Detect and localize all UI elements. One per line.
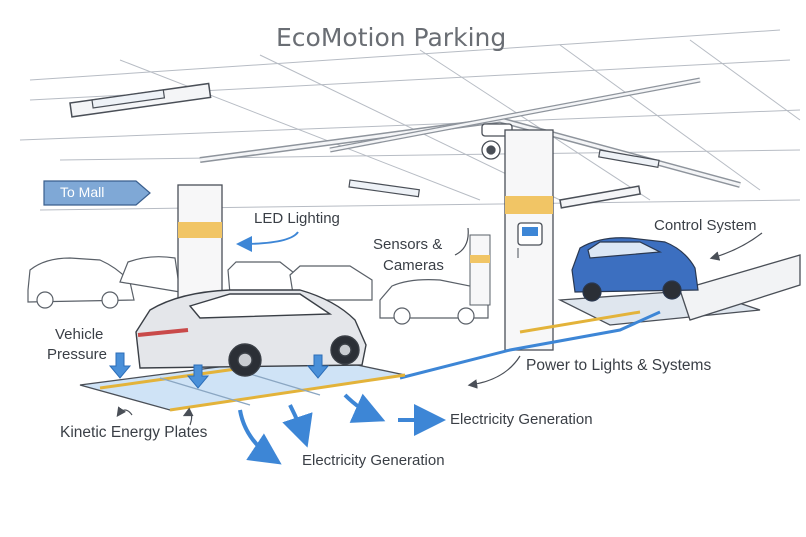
pillar-small: [470, 235, 490, 305]
blue-car: [572, 238, 698, 301]
label-electricity-generation-right: Electricity Generation: [450, 411, 593, 428]
label-led-lighting: LED Lighting: [254, 210, 340, 227]
direction-sign-label: To Mall: [60, 184, 104, 200]
label-kinetic-energy-plates: Kinetic Energy Plates: [60, 424, 207, 442]
label-sensors-cameras-line2: Cameras: [383, 257, 444, 274]
label-vehicle-pressure-line1: Vehicle: [55, 326, 103, 343]
silver-car: [136, 290, 366, 376]
label-control-system: Control System: [654, 217, 757, 234]
label-electricity-generation-bottom: Electricity Generation: [302, 452, 445, 469]
page-title: EcoMotion Parking: [276, 23, 506, 52]
label-power-to-lights: Power to Lights & Systems: [526, 357, 711, 375]
pillar-left: [178, 185, 222, 300]
label-sensors-cameras-line1: Sensors &: [373, 236, 442, 253]
label-vehicle-pressure-line2: Pressure: [47, 346, 107, 363]
energy-flow-arrow-icon: [240, 395, 438, 460]
